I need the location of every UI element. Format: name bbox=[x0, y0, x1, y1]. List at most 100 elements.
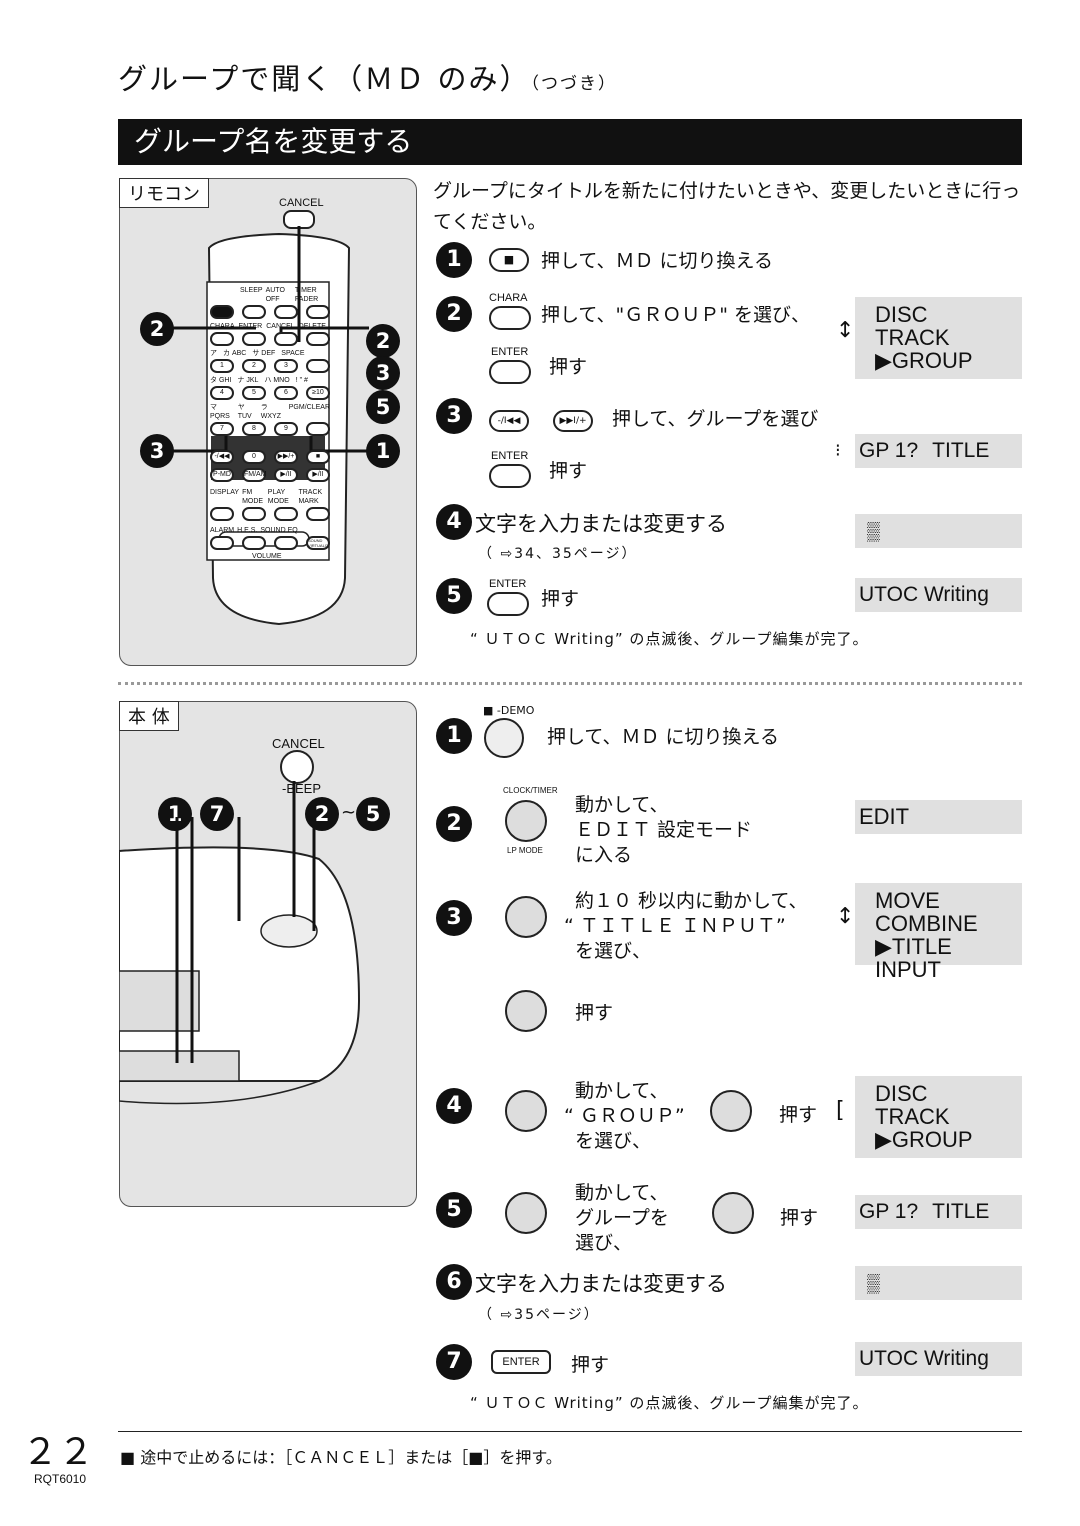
remote-step-3b-text: 押す bbox=[549, 460, 588, 482]
auto-off-button[interactable] bbox=[274, 305, 298, 319]
enter-button[interactable] bbox=[242, 332, 266, 346]
sound-eq-button[interactable] bbox=[274, 536, 298, 550]
display-label: DISPLAY bbox=[210, 489, 240, 496]
key-0[interactable]: 0 bbox=[242, 450, 266, 464]
unit-callout-1: 1 bbox=[158, 797, 192, 831]
unit-cancel-label: CANCEL bbox=[272, 736, 325, 751]
hes-button[interactable] bbox=[242, 536, 266, 550]
updown-arrow-icon: ↕ bbox=[836, 318, 855, 343]
unit-step-3-line-1: 約１０ 秒以内に動かして、 bbox=[575, 890, 808, 912]
prev-skip-button-icon: -/I◀◀ bbox=[489, 410, 529, 432]
md-play-button[interactable]: ▶/II bbox=[306, 468, 330, 482]
bracket-icon-4: [ bbox=[836, 1098, 845, 1123]
cd-play-button[interactable]: ▶/II bbox=[274, 468, 298, 482]
remote-step-2a-text: 押して、"ＧＲＯＵＰ" を選び、 bbox=[541, 304, 810, 326]
kana-na-label: ナ JKL bbox=[237, 377, 259, 384]
timer-fader-label: TIMER FADER bbox=[294, 287, 319, 303]
key-5[interactable]: 5 bbox=[242, 386, 266, 400]
power-button[interactable] bbox=[210, 305, 234, 319]
cancel-small-button[interactable] bbox=[274, 332, 298, 346]
key-8[interactable]: 8 bbox=[242, 422, 266, 436]
dial-clock-timer-label: CLOCK/TIMER bbox=[503, 786, 558, 795]
unit-step-1-text: 押して、ＭＤ に切り換える bbox=[547, 726, 779, 748]
unit-step-2-line-3: に入る bbox=[575, 844, 633, 866]
unit-step-2-line-1: 動かして、 bbox=[575, 794, 669, 816]
volume-label: VOLUME bbox=[252, 553, 282, 560]
key-9[interactable]: 9 bbox=[274, 422, 298, 436]
space-button[interactable] bbox=[306, 359, 330, 373]
unit-step-4-line-2: “ ＧＲＯＵＰ” bbox=[564, 1105, 685, 1127]
jog-dial-updown-icon-4 bbox=[505, 1090, 547, 1132]
display-button[interactable] bbox=[210, 507, 234, 521]
remote-panel-tag: リモコン bbox=[119, 178, 209, 208]
unit-step-7-number: 7 bbox=[436, 1344, 472, 1380]
unit-step-1-number: 1 bbox=[436, 718, 472, 754]
chara-button-icon bbox=[489, 306, 531, 330]
key-1[interactable]: 1 bbox=[210, 359, 234, 373]
key-6[interactable]: 6 bbox=[274, 386, 298, 400]
lcd-gp: GP 1? bbox=[859, 439, 919, 462]
fm-mode-label: FM MODE bbox=[242, 489, 264, 505]
remote-step-4-ref: （ ⇨34、35ページ） bbox=[478, 546, 638, 562]
remote-lcd-utoc: UTOC Writing bbox=[855, 578, 1022, 612]
kana-ra-label: ラ WXYZ bbox=[260, 404, 282, 420]
jog-dial-leftright-icon bbox=[505, 1192, 547, 1234]
key-7[interactable]: 7 bbox=[210, 422, 234, 436]
fm-am-button[interactable]: FM/AM bbox=[242, 468, 267, 482]
jog-dial-press-icon-5 bbox=[712, 1192, 754, 1234]
pgm-clear-button[interactable] bbox=[306, 422, 330, 436]
lcd-track-2: TRACK bbox=[875, 1104, 950, 1129]
lcd-group: ▶GROUP bbox=[875, 348, 973, 373]
enter-button-icon-5 bbox=[487, 592, 529, 616]
kana-ta-label: タ GHI bbox=[210, 377, 232, 384]
unit-step-3-line-3: を選び、 bbox=[575, 940, 652, 962]
stop-button[interactable]: ■ bbox=[306, 450, 330, 464]
unit-step-5-press: 押す bbox=[780, 1207, 819, 1229]
enter-button-label-5: ENTER bbox=[489, 578, 527, 590]
sound-virtualizer-button[interactable]: SOUND VIRTUALIZER bbox=[306, 536, 330, 550]
unit-panel-tag: 本 体 bbox=[119, 701, 179, 731]
prev-button[interactable]: -/◀◀ bbox=[210, 450, 234, 464]
unit-callout-tilde: ~ bbox=[341, 802, 357, 823]
lcd-utoc-text-2: UTOC Writing bbox=[859, 1347, 989, 1370]
sleep-button[interactable] bbox=[242, 305, 266, 319]
enter-button-label-2: ENTER bbox=[491, 346, 529, 358]
alarm-button[interactable] bbox=[210, 536, 234, 550]
delete-label: DELETE bbox=[298, 323, 326, 330]
unit-md-button-icon bbox=[484, 718, 524, 758]
unit-step-2-line-2: ＥＤＩＴ 設定モード bbox=[575, 819, 753, 841]
lcd-cursor-block-2: ▒ bbox=[867, 1273, 880, 1293]
unit-step-5-number: 5 bbox=[436, 1192, 472, 1228]
lcd-move: MOVE bbox=[875, 888, 940, 913]
play-mode-button[interactable] bbox=[274, 507, 298, 521]
key-2[interactable]: 2 bbox=[242, 359, 266, 373]
lcd-edit-text: EDIT bbox=[859, 804, 910, 829]
enter-label: ENTER bbox=[238, 323, 263, 330]
key-10plus[interactable]: ≥10 bbox=[306, 386, 330, 400]
chara-button[interactable] bbox=[210, 332, 234, 346]
play-mode-label: PLAY MODE bbox=[267, 489, 289, 505]
kana-sa-label: サ DEF bbox=[252, 350, 276, 357]
lcd-cursor-block: ▒ bbox=[867, 521, 880, 541]
unit-lcd-cursor: ▒ bbox=[855, 1266, 1022, 1300]
timer-fader-button[interactable] bbox=[306, 305, 330, 319]
fm-mode-button[interactable] bbox=[242, 507, 266, 521]
delete-button[interactable] bbox=[306, 332, 330, 346]
unit-cancel-button[interactable] bbox=[280, 750, 314, 784]
key-3[interactable]: 3 bbox=[274, 359, 298, 373]
track-mark-label: TRACK MARK bbox=[298, 489, 323, 505]
lcd-disc-2: DISC bbox=[875, 1081, 928, 1106]
unit-step-4-press: 押す bbox=[779, 1104, 818, 1126]
next-button[interactable]: ▶▶/+ bbox=[274, 450, 298, 464]
unit-lcd-edit: EDIT bbox=[855, 800, 1022, 834]
unit-callout-5: 5 bbox=[356, 797, 390, 831]
remote-step-1-text: 押して、ＭＤ に切り換える bbox=[541, 250, 773, 272]
p-md-button[interactable]: P-MD bbox=[210, 468, 234, 482]
remote-step-5-text: 押す bbox=[541, 588, 580, 610]
track-mark-button[interactable] bbox=[306, 507, 330, 521]
key-4[interactable]: 4 bbox=[210, 386, 234, 400]
